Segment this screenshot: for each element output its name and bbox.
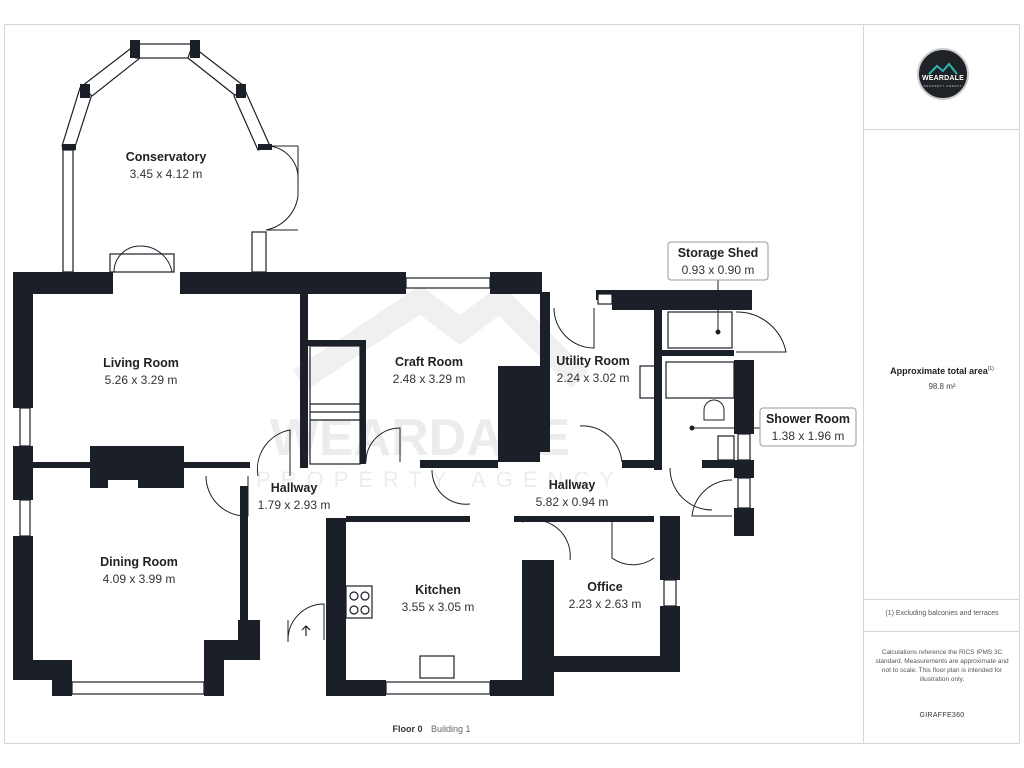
- storage-shed-dims: 0.93 x 0.90 m: [682, 263, 755, 277]
- watermark-logo: WEARDALE PROPERTY AGENCY: [256, 284, 624, 492]
- interior-walls: [30, 292, 738, 642]
- exclusion-note: (1) Excluding balconies and terraces: [885, 610, 999, 617]
- storage-shed-callout: Storage Shed 0.93 x 0.90 m: [667, 241, 769, 335]
- area-title-note: (1): [987, 366, 994, 372]
- kitchen-name: Kitchen: [415, 583, 461, 597]
- shower-room-name: Shower Room: [766, 412, 850, 426]
- living-room-name: Living Room: [103, 356, 179, 370]
- living-room-dims: 5.26 x 3.29 m: [105, 373, 178, 387]
- info-sidebar: WEARDALE PROPERTY AGENCY Approximate tot…: [863, 24, 1020, 744]
- watermark-sub: PROPERTY AGENCY: [256, 467, 624, 492]
- area-value: 98.8 m²: [928, 382, 956, 391]
- hallway-1-name: Hallway: [271, 481, 318, 495]
- hallway-2-dims: 5.82 x 0.94 m: [536, 495, 609, 509]
- office-name: Office: [587, 580, 622, 594]
- hallway-1-dims: 1.79 x 2.93 m: [258, 498, 331, 512]
- logo-sub: PROPERTY AGENCY: [923, 84, 963, 88]
- disclaimer-note: Calculations reference the RICS IPMS 3C …: [875, 649, 1009, 683]
- utility-room-dims: 2.24 x 3.02 m: [557, 371, 630, 385]
- logo-name: WEARDALE: [921, 75, 965, 82]
- fittings: [108, 245, 787, 679]
- hallway-2-name: Hallway: [549, 478, 596, 492]
- shower-room-callout: Shower Room 1.38 x 1.96 m: [689, 407, 857, 447]
- exterior-walls: [13, 272, 754, 696]
- craft-room-dims: 2.48 x 3.29 m: [393, 372, 466, 386]
- craft-room-name: Craft Room: [395, 355, 463, 369]
- utility-room-name: Utility Room: [556, 354, 630, 368]
- area-section: Approximate total area(1) 98.8 m²: [864, 130, 1020, 600]
- office-dims: 2.23 x 2.63 m: [569, 597, 642, 611]
- shower-room-dims: 1.38 x 1.96 m: [772, 429, 845, 443]
- agency-logo: WEARDALE PROPERTY AGENCY: [917, 48, 969, 100]
- mountain-icon: [928, 62, 958, 75]
- area-title: Approximate total area(1): [890, 366, 994, 376]
- windows: [19, 277, 751, 695]
- provider-label: GIRAFFE360: [919, 712, 965, 719]
- exclusion-section: (1) Excluding balconies and terraces: [864, 600, 1020, 632]
- conservatory-dims: 3.45 x 4.12 m: [130, 167, 203, 181]
- dining-room-dims: 4.09 x 3.99 m: [103, 572, 176, 586]
- storage-shed-name: Storage Shed: [678, 246, 759, 260]
- conservatory-name: Conservatory: [126, 150, 207, 164]
- kitchen-dims: 3.55 x 3.05 m: [402, 600, 475, 614]
- floor-label: Floor 0: [392, 724, 423, 734]
- floor-caption: Floor 0 Building 1: [0, 724, 863, 734]
- building-label: Building 1: [431, 724, 471, 734]
- room-labels: Conservatory 3.45 x 4.12 m Living Room 5…: [100, 150, 641, 614]
- logo-section: WEARDALE PROPERTY AGENCY: [864, 24, 1020, 130]
- dining-room-name: Dining Room: [100, 555, 178, 569]
